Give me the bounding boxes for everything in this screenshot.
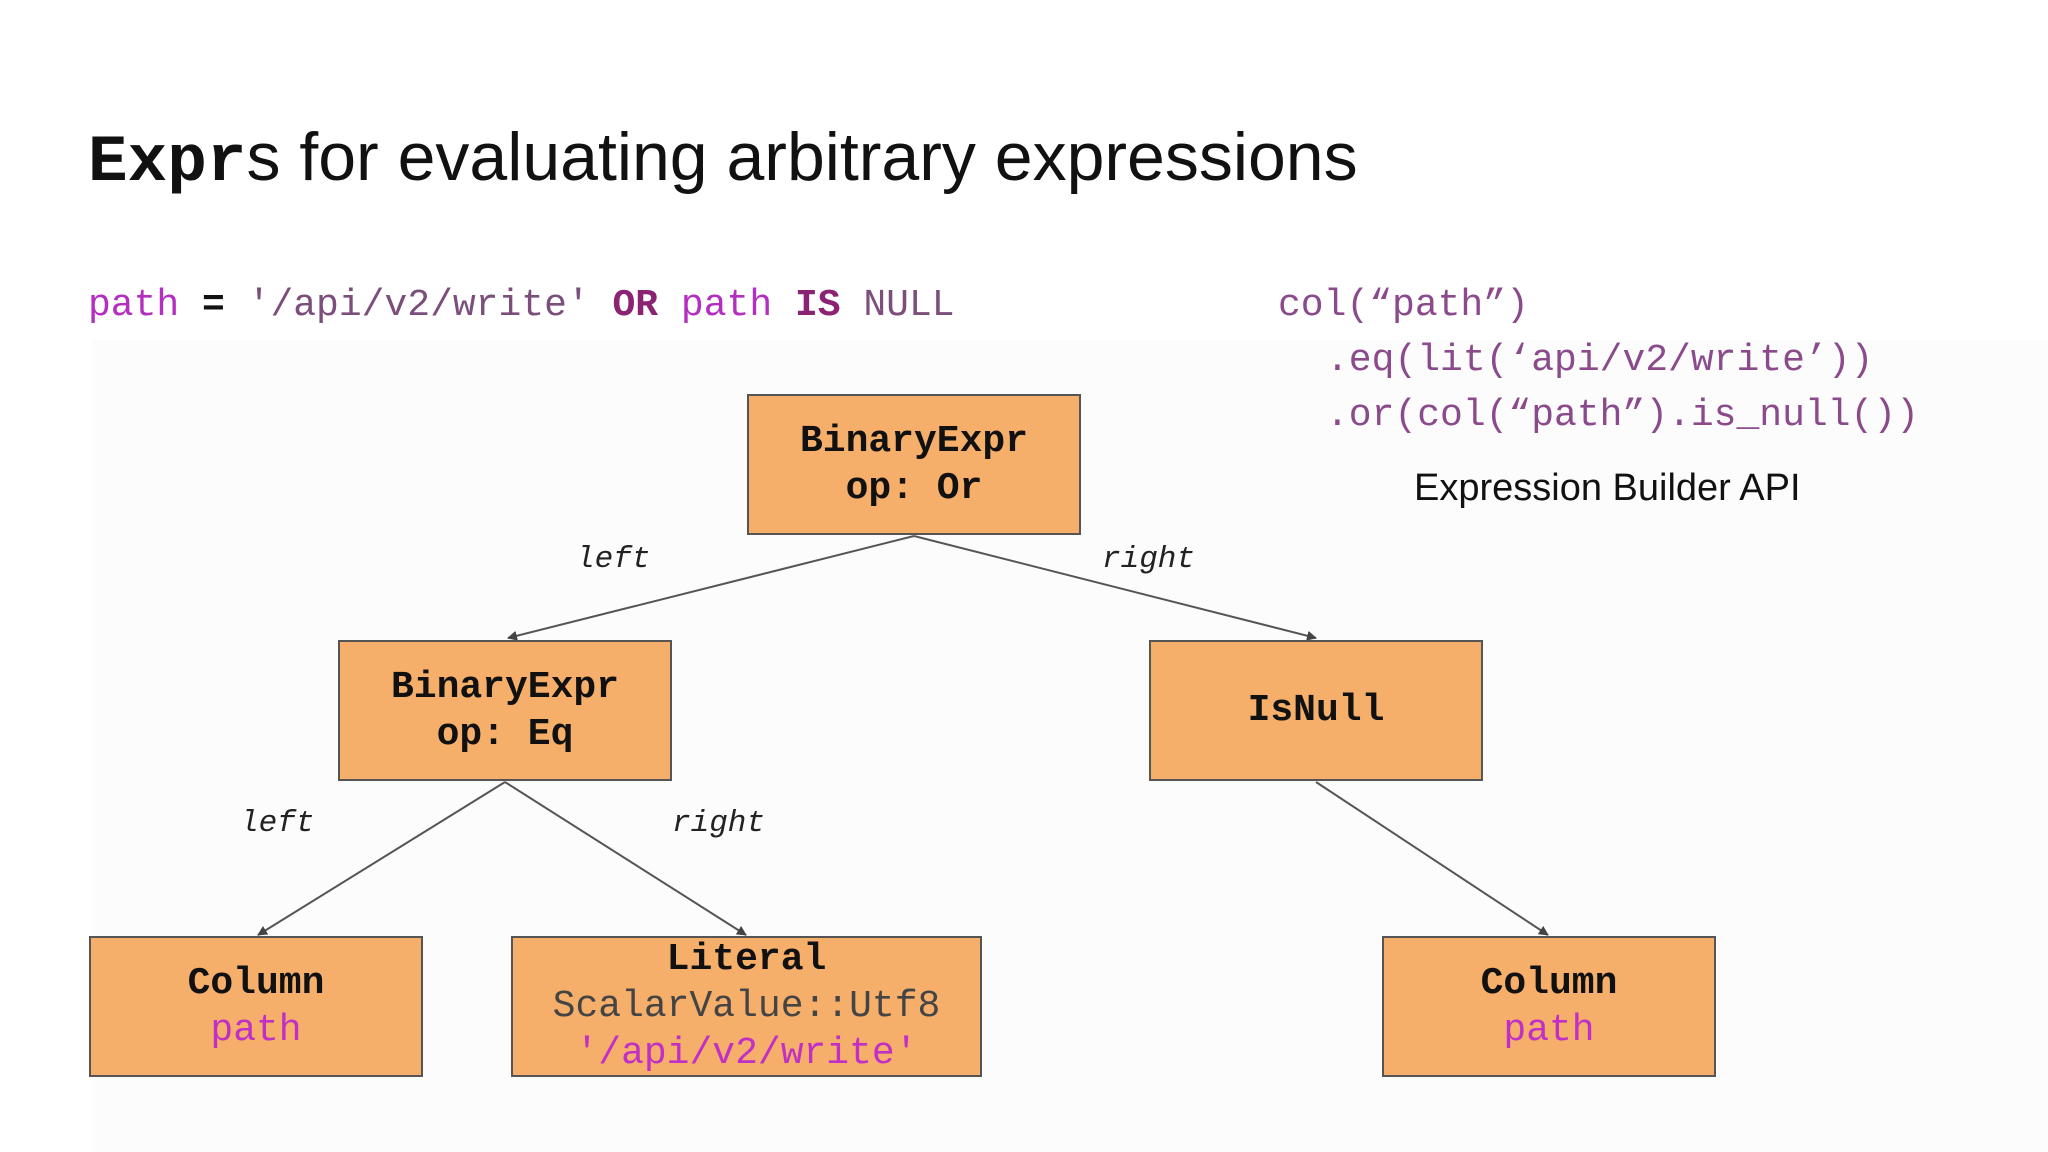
edge-eq-left	[257, 781, 506, 936]
node-title: Column	[187, 961, 325, 1005]
node-title: Column	[1480, 961, 1618, 1005]
node-title: IsNull	[1247, 689, 1385, 732]
node-binaryexpr-eq: BinaryExpr op: Eq	[338, 640, 672, 781]
edge-label-right: right	[1102, 542, 1196, 577]
sql-token: path	[88, 284, 180, 327]
builder-line-3: .or(col(“path”).is_null())	[1326, 394, 1919, 437]
sql-token: NULL	[840, 284, 955, 327]
edge-isnull-column	[1315, 781, 1549, 936]
sql-token: path	[658, 284, 773, 327]
node-op: op: Or	[845, 466, 983, 510]
node-column-left: Column path	[89, 936, 423, 1077]
edge-label-right: right	[672, 806, 766, 841]
builder-caption: Expression Builder API	[1414, 467, 1801, 509]
node-isnull: IsNull	[1149, 640, 1483, 781]
builder-line-1: col(“path”)	[1278, 284, 1529, 327]
edge-root-left	[507, 535, 915, 641]
builder-line-2: .eq(lit(‘api/v2/write’))	[1326, 339, 1874, 382]
slide-title: Exprs for evaluating arbitrary expressio…	[88, 118, 1358, 200]
title-rest: s for evaluating arbitrary expressions	[246, 119, 1358, 195]
title-mono: Expr	[88, 125, 247, 200]
node-literal: Literal ScalarValue::Utf8 '/api/v2/write…	[511, 936, 982, 1077]
sql-token: '/api/v2/write'	[247, 284, 590, 327]
node-title: Literal	[666, 938, 827, 981]
node-binaryexpr-or: BinaryExpr op: Or	[747, 394, 1081, 535]
sql-expression: path = '/api/v2/write' OR path IS NULL	[88, 284, 955, 327]
node-column-name: path	[210, 1008, 302, 1052]
node-column-name: path	[1503, 1008, 1595, 1052]
node-literal-type: ScalarValue::Utf8	[552, 985, 941, 1028]
edge-label-left: left	[576, 542, 651, 577]
node-op: op: Eq	[436, 712, 574, 756]
node-title: BinaryExpr	[390, 665, 620, 709]
edge-label-left: left	[240, 806, 315, 841]
node-column-right: Column path	[1382, 936, 1716, 1077]
edge-root-right	[913, 535, 1317, 641]
node-literal-value: '/api/v2/write'	[575, 1032, 918, 1075]
sql-token: IS	[772, 284, 841, 327]
sql-token: =	[179, 284, 248, 327]
edge-eq-right	[504, 781, 747, 936]
sql-token: OR	[589, 284, 659, 327]
node-title: BinaryExpr	[799, 419, 1029, 463]
